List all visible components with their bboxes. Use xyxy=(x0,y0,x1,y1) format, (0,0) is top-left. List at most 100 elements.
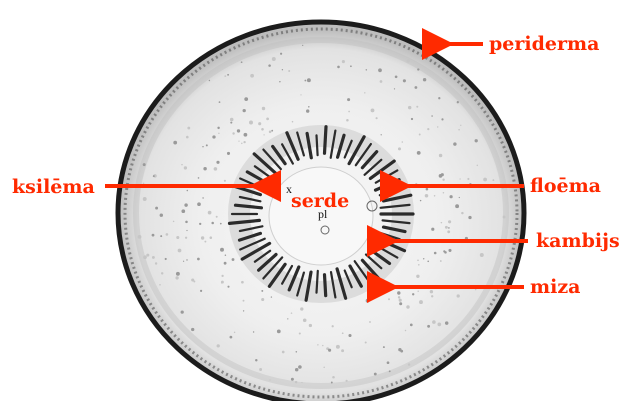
cortex-speckle xyxy=(346,380,348,382)
cortex-speckle xyxy=(221,281,224,284)
cortex-speckle xyxy=(304,80,306,82)
label-serde: serde xyxy=(291,192,349,211)
cortex-speckle xyxy=(448,249,451,252)
cortex-speckle xyxy=(458,129,460,131)
cortex-speckle xyxy=(457,294,460,297)
cortex-speckle xyxy=(184,203,187,206)
cortex-speckle xyxy=(152,234,155,237)
label-ksilema: ksilēma xyxy=(12,178,95,197)
cortex-speckle xyxy=(366,69,367,70)
cortex-speckle xyxy=(302,45,303,46)
cortex-speckle xyxy=(183,261,184,262)
cortex-speckle xyxy=(201,236,204,239)
xylem-strand xyxy=(325,275,326,296)
cortex-speckle xyxy=(143,197,147,201)
cortex-speckle xyxy=(323,367,325,369)
cortex-speckle xyxy=(397,291,400,294)
cortex-speckle xyxy=(295,368,298,371)
cortex-speckle xyxy=(272,57,276,61)
cortex-speckle xyxy=(160,235,162,237)
cortex-speckle xyxy=(282,351,285,354)
cortex-speckle xyxy=(441,118,443,120)
cortex-speckle xyxy=(271,130,273,132)
cortex-speckle xyxy=(291,378,294,381)
cortex-speckle xyxy=(399,299,402,302)
cortex-speckle xyxy=(398,296,400,298)
cortex-speckle xyxy=(457,101,459,103)
cortex-speckle xyxy=(441,173,444,176)
cortex-speckle xyxy=(232,258,235,261)
cortex-speckle xyxy=(186,230,187,231)
cortex-speckle xyxy=(431,295,433,297)
cortex-speckle xyxy=(292,121,294,123)
cortex-speckle xyxy=(269,131,272,134)
cortex-speckle xyxy=(399,302,402,305)
cortex-speckle xyxy=(434,252,437,255)
xylem-strand xyxy=(317,271,318,293)
cortex-speckle xyxy=(395,75,398,78)
cortex-speckle xyxy=(398,348,401,351)
cortex-speckle xyxy=(271,296,272,297)
cortex-speckle xyxy=(461,212,463,214)
cortex-speckle xyxy=(152,256,155,259)
cortex-speckle xyxy=(423,258,424,259)
cortex-speckle xyxy=(296,351,298,353)
cortex-speckle xyxy=(341,349,344,352)
cortex-speckle xyxy=(459,178,460,179)
cortex-speckle xyxy=(191,328,194,331)
cortex-speckle xyxy=(243,141,245,143)
cortex-speckle xyxy=(448,227,450,229)
cortex-speckle xyxy=(287,318,288,319)
cortex-speckle xyxy=(165,258,167,260)
cortex-speckle xyxy=(146,254,149,257)
cortex-speckle xyxy=(173,221,175,223)
cortex-speckle xyxy=(440,260,442,262)
cortex-speckle xyxy=(443,250,445,252)
cortex-speckle xyxy=(178,249,182,253)
cortex-speckle xyxy=(366,299,370,303)
cortex-speckle xyxy=(417,68,419,70)
cortex-speckle xyxy=(371,297,372,298)
cortex-speckle xyxy=(155,207,158,210)
cortex-speckle xyxy=(381,134,382,135)
cortex-speckle xyxy=(371,108,375,112)
cortex-speckle xyxy=(262,107,265,110)
cortex-speckle xyxy=(197,258,200,261)
cortex-speckle xyxy=(202,146,203,147)
cortex-speckle xyxy=(423,78,426,81)
cortex-speckle xyxy=(181,310,184,313)
cortex-speckle xyxy=(406,305,409,308)
cortex-speckle xyxy=(253,331,254,332)
cortex-speckle xyxy=(261,290,263,292)
cortex-speckle xyxy=(416,106,418,108)
cortex-speckle xyxy=(306,109,309,112)
cortex-speckle xyxy=(261,298,264,301)
cortex-speckle xyxy=(475,139,478,142)
cortex-speckle xyxy=(403,79,406,82)
cortex-speckle xyxy=(241,61,243,63)
cortex-speckle xyxy=(442,178,444,180)
cortex-speckle xyxy=(200,290,202,292)
cortex-speckle xyxy=(426,188,429,191)
cortex-speckle xyxy=(348,111,350,113)
cortex-speckle xyxy=(210,236,213,239)
cortex-speckle xyxy=(227,152,230,155)
cortex-speckle xyxy=(467,178,469,180)
cortex-speckle xyxy=(301,382,302,383)
cortex-speckle xyxy=(415,86,418,89)
cortex-speckle xyxy=(431,115,433,117)
cortex-speckle xyxy=(402,141,404,143)
cortex-speckle xyxy=(208,211,212,215)
cortex-speckle xyxy=(173,141,177,145)
cortex-speckle xyxy=(181,209,185,213)
cortex-speckle xyxy=(266,118,269,121)
cortex-speckle xyxy=(143,255,147,259)
cortex-speckle xyxy=(298,365,302,369)
cortex-speckle xyxy=(199,223,201,225)
cortex-speckle xyxy=(153,175,155,177)
cortex-speckle xyxy=(187,127,190,130)
cortex-speckle xyxy=(258,122,261,125)
cortex-speckle xyxy=(250,74,254,78)
cortex-speckle xyxy=(241,281,244,284)
